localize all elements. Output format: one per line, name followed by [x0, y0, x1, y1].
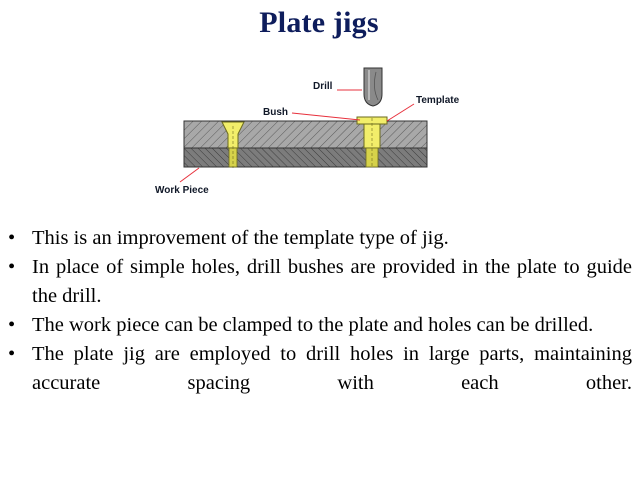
left-bush	[221, 121, 245, 168]
template-leader	[386, 103, 415, 122]
bullet-text: The work piece can be clamped to the pla…	[32, 314, 594, 336]
template-label: Template	[416, 95, 460, 106]
template-plate	[183, 120, 428, 149]
bullet-text: The plate jig are employed to drill hole…	[32, 343, 632, 394]
drill-label: Drill	[313, 81, 333, 92]
work-piece-label: Work Piece	[155, 185, 209, 196]
right-bush	[356, 116, 388, 168]
bullet-text: This is an improvement of the template t…	[32, 227, 449, 249]
bullet-item: •This is an improvement of the template …	[8, 227, 449, 249]
bullet-item: •The work piece can be clamped to the pl…	[8, 314, 594, 336]
bush-label: Bush	[263, 107, 288, 118]
work-piece	[183, 147, 428, 168]
bullet-item: •In place of simple holes, drill bushes …	[8, 256, 632, 307]
work-piece-leader	[179, 167, 200, 183]
bush-leader	[291, 112, 361, 121]
plate-jig-diagram: Drill Bush Template Work Piece	[155, 67, 460, 196]
slide-title: Plate jigs	[259, 6, 379, 39]
bullet-text: In place of simple holes, drill bushes a…	[32, 256, 632, 307]
bullet-item: •The plate jig are employed to drill hol…	[8, 343, 632, 394]
bullet-list: •This is an improvement of the template …	[8, 224, 632, 398]
drill-bit	[363, 67, 383, 107]
